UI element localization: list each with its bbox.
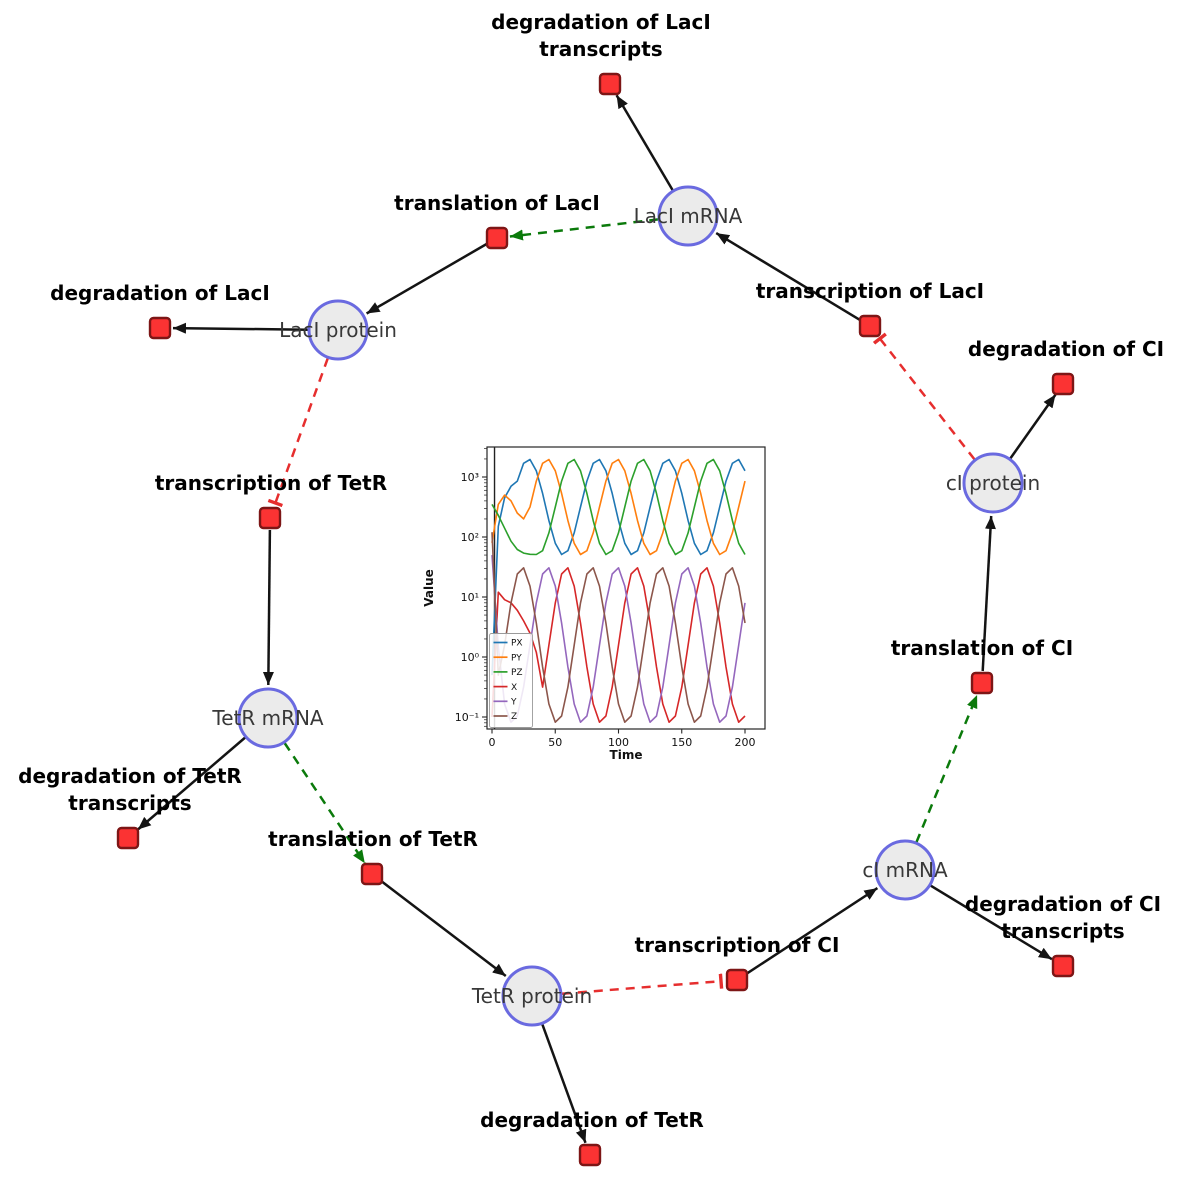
plot-series-group bbox=[491, 447, 746, 729]
species-label-tetr-mrna: TetR mRNA bbox=[211, 706, 324, 730]
edge-production-translation-laci-to-laci-protein bbox=[365, 242, 488, 315]
x-tick-label: 50 bbox=[548, 736, 562, 749]
species-node-laci-mrna[interactable] bbox=[657, 185, 719, 247]
species-label-laci-protein: LacI protein bbox=[279, 318, 397, 342]
reaction-label-deg-tetr-transcripts-line2: transcripts bbox=[68, 791, 191, 815]
x-tick-label: 100 bbox=[608, 736, 629, 749]
reaction-label-translation-ci: translation of CI bbox=[891, 636, 1073, 660]
reaction-node-translation-tetr[interactable] bbox=[360, 862, 384, 886]
legend-label-Y: Y bbox=[510, 698, 517, 708]
edge-consumption-tetr-mrna-to-deg-tetr-transcripts bbox=[137, 736, 247, 831]
reaction-node-transcription-ci[interactable] bbox=[725, 968, 749, 992]
edge-production-transcription-ci-to-ci-mrna bbox=[746, 887, 879, 975]
edge-modifier-laci-mrna-to-translation-laci bbox=[509, 218, 659, 241]
series-line-PX bbox=[491, 458, 746, 676]
legend-label-PX: PX bbox=[511, 639, 523, 649]
reaction-node-deg-tetr-transcripts[interactable] bbox=[116, 826, 140, 850]
nodes-layer bbox=[116, 72, 1075, 1167]
edge-inhibition-laci-protein-to-transcription-tetr bbox=[267, 357, 329, 508]
reaction-node-degradation-laci[interactable] bbox=[148, 316, 172, 340]
y-tick-label: 10³ bbox=[461, 471, 479, 484]
reaction-node-degradation-tetr[interactable] bbox=[578, 1143, 602, 1167]
y-axis-label: Value bbox=[422, 569, 436, 607]
species-node-tetr-protein[interactable] bbox=[501, 965, 563, 1027]
edge-consumption-ci-mrna-to-deg-ci-transcripts bbox=[929, 884, 1053, 961]
legend-label-X: X bbox=[511, 683, 517, 693]
x-tick-label: 200 bbox=[735, 736, 756, 749]
reaction-label-deg-tetr-transcripts-line1: degradation of TetR bbox=[18, 764, 242, 788]
series-line-Z bbox=[491, 532, 746, 724]
species-label-ci-protein: cI protein bbox=[946, 471, 1040, 495]
reaction-label-degradation-laci: degradation of LacI bbox=[50, 281, 270, 305]
legend-label-PY: PY bbox=[511, 653, 522, 663]
species-node-tetr-mrna[interactable] bbox=[237, 687, 299, 749]
reaction-node-degradation-ci[interactable] bbox=[1051, 372, 1075, 396]
series-line-X bbox=[491, 566, 746, 724]
edge-consumption-tetr-protein-to-degradation-tetr bbox=[541, 1023, 587, 1144]
edge-production-translation-ci-to-ci-protein bbox=[981, 515, 996, 672]
x-axis-label: Time bbox=[610, 748, 643, 762]
species-node-laci-protein[interactable] bbox=[307, 299, 369, 361]
reaction-label-transcription-ci: transcription of CI bbox=[635, 933, 840, 957]
reaction-label-translation-laci: translation of LacI bbox=[394, 191, 600, 215]
edge-production-translation-tetr-to-tetr-protein bbox=[380, 880, 507, 977]
species-node-ci-protein[interactable] bbox=[962, 452, 1024, 514]
reaction-label-transcription-tetr: transcription of TetR bbox=[155, 471, 387, 495]
reaction-label-transcription-laci: transcription of LacI bbox=[756, 279, 984, 303]
reaction-node-translation-ci[interactable] bbox=[970, 671, 994, 695]
legend-label-PZ: PZ bbox=[511, 668, 523, 678]
edge-modifier-tetr-mrna-to-translation-tetr bbox=[283, 742, 366, 864]
x-tick-label: 150 bbox=[671, 736, 692, 749]
reaction-label-translation-tetr: translation of TetR bbox=[268, 827, 478, 851]
edge-inhibition-ci-protein-to-transcription-laci bbox=[872, 332, 976, 461]
edge-consumption-ci-protein-to-degradation-ci bbox=[1009, 393, 1057, 460]
species-node-ci-mrna[interactable] bbox=[874, 839, 936, 901]
reaction-node-deg-laci-transcripts[interactable] bbox=[598, 72, 622, 96]
reaction-label-deg-ci-transcripts-line1: degradation of CI bbox=[965, 892, 1161, 916]
edge-production-transcription-tetr-to-tetr-mrna bbox=[262, 529, 274, 686]
edge-consumption-laci-mrna-to-deg-laci-transcripts bbox=[615, 94, 674, 191]
series-line-PY bbox=[491, 458, 746, 556]
edges-layer bbox=[137, 94, 1057, 1144]
series-line-PZ bbox=[491, 458, 746, 556]
legend: PX PY PZ XYZ bbox=[489, 633, 533, 728]
reaction-node-transcription-tetr[interactable] bbox=[258, 506, 282, 530]
x-tick-label: 0 bbox=[489, 736, 496, 749]
y-tick-label: 10⁻¹ bbox=[455, 711, 479, 724]
reaction-label-deg-laci-transcripts-line1: degradation of LacI bbox=[491, 10, 711, 34]
reaction-label-deg-laci-transcripts-line2: transcripts bbox=[539, 37, 662, 61]
species-label-laci-mrna: LacI mRNA bbox=[634, 204, 743, 228]
reaction-label-deg-ci-transcripts-line2: transcripts bbox=[1001, 919, 1124, 943]
species-label-tetr-protein: TetR protein bbox=[471, 984, 592, 1008]
y-tick-label: 10² bbox=[461, 531, 479, 544]
edge-modifier-ci-mrna-to-translation-ci bbox=[915, 694, 979, 843]
series-line-Y bbox=[491, 555, 746, 724]
reaction-node-deg-ci-transcripts[interactable] bbox=[1051, 954, 1075, 978]
edge-production-transcription-laci-to-laci-mrna bbox=[715, 232, 861, 321]
reaction-node-translation-laci[interactable] bbox=[485, 226, 509, 250]
edge-consumption-laci-protein-to-degradation-laci bbox=[172, 322, 309, 334]
y-tick-label: 10¹ bbox=[461, 591, 479, 604]
legend-label-Z: Z bbox=[511, 712, 517, 722]
reaction-label-degradation-ci: degradation of CI bbox=[968, 337, 1164, 361]
species-label-ci-mrna: cI mRNA bbox=[862, 858, 948, 882]
reaction-label-degradation-tetr: degradation of TetR bbox=[480, 1108, 704, 1132]
reaction-node-transcription-laci[interactable] bbox=[858, 314, 882, 338]
edge-inhibition-tetr-protein-to-transcription-ci bbox=[561, 973, 724, 995]
y-tick-label: 10⁰ bbox=[461, 651, 480, 664]
